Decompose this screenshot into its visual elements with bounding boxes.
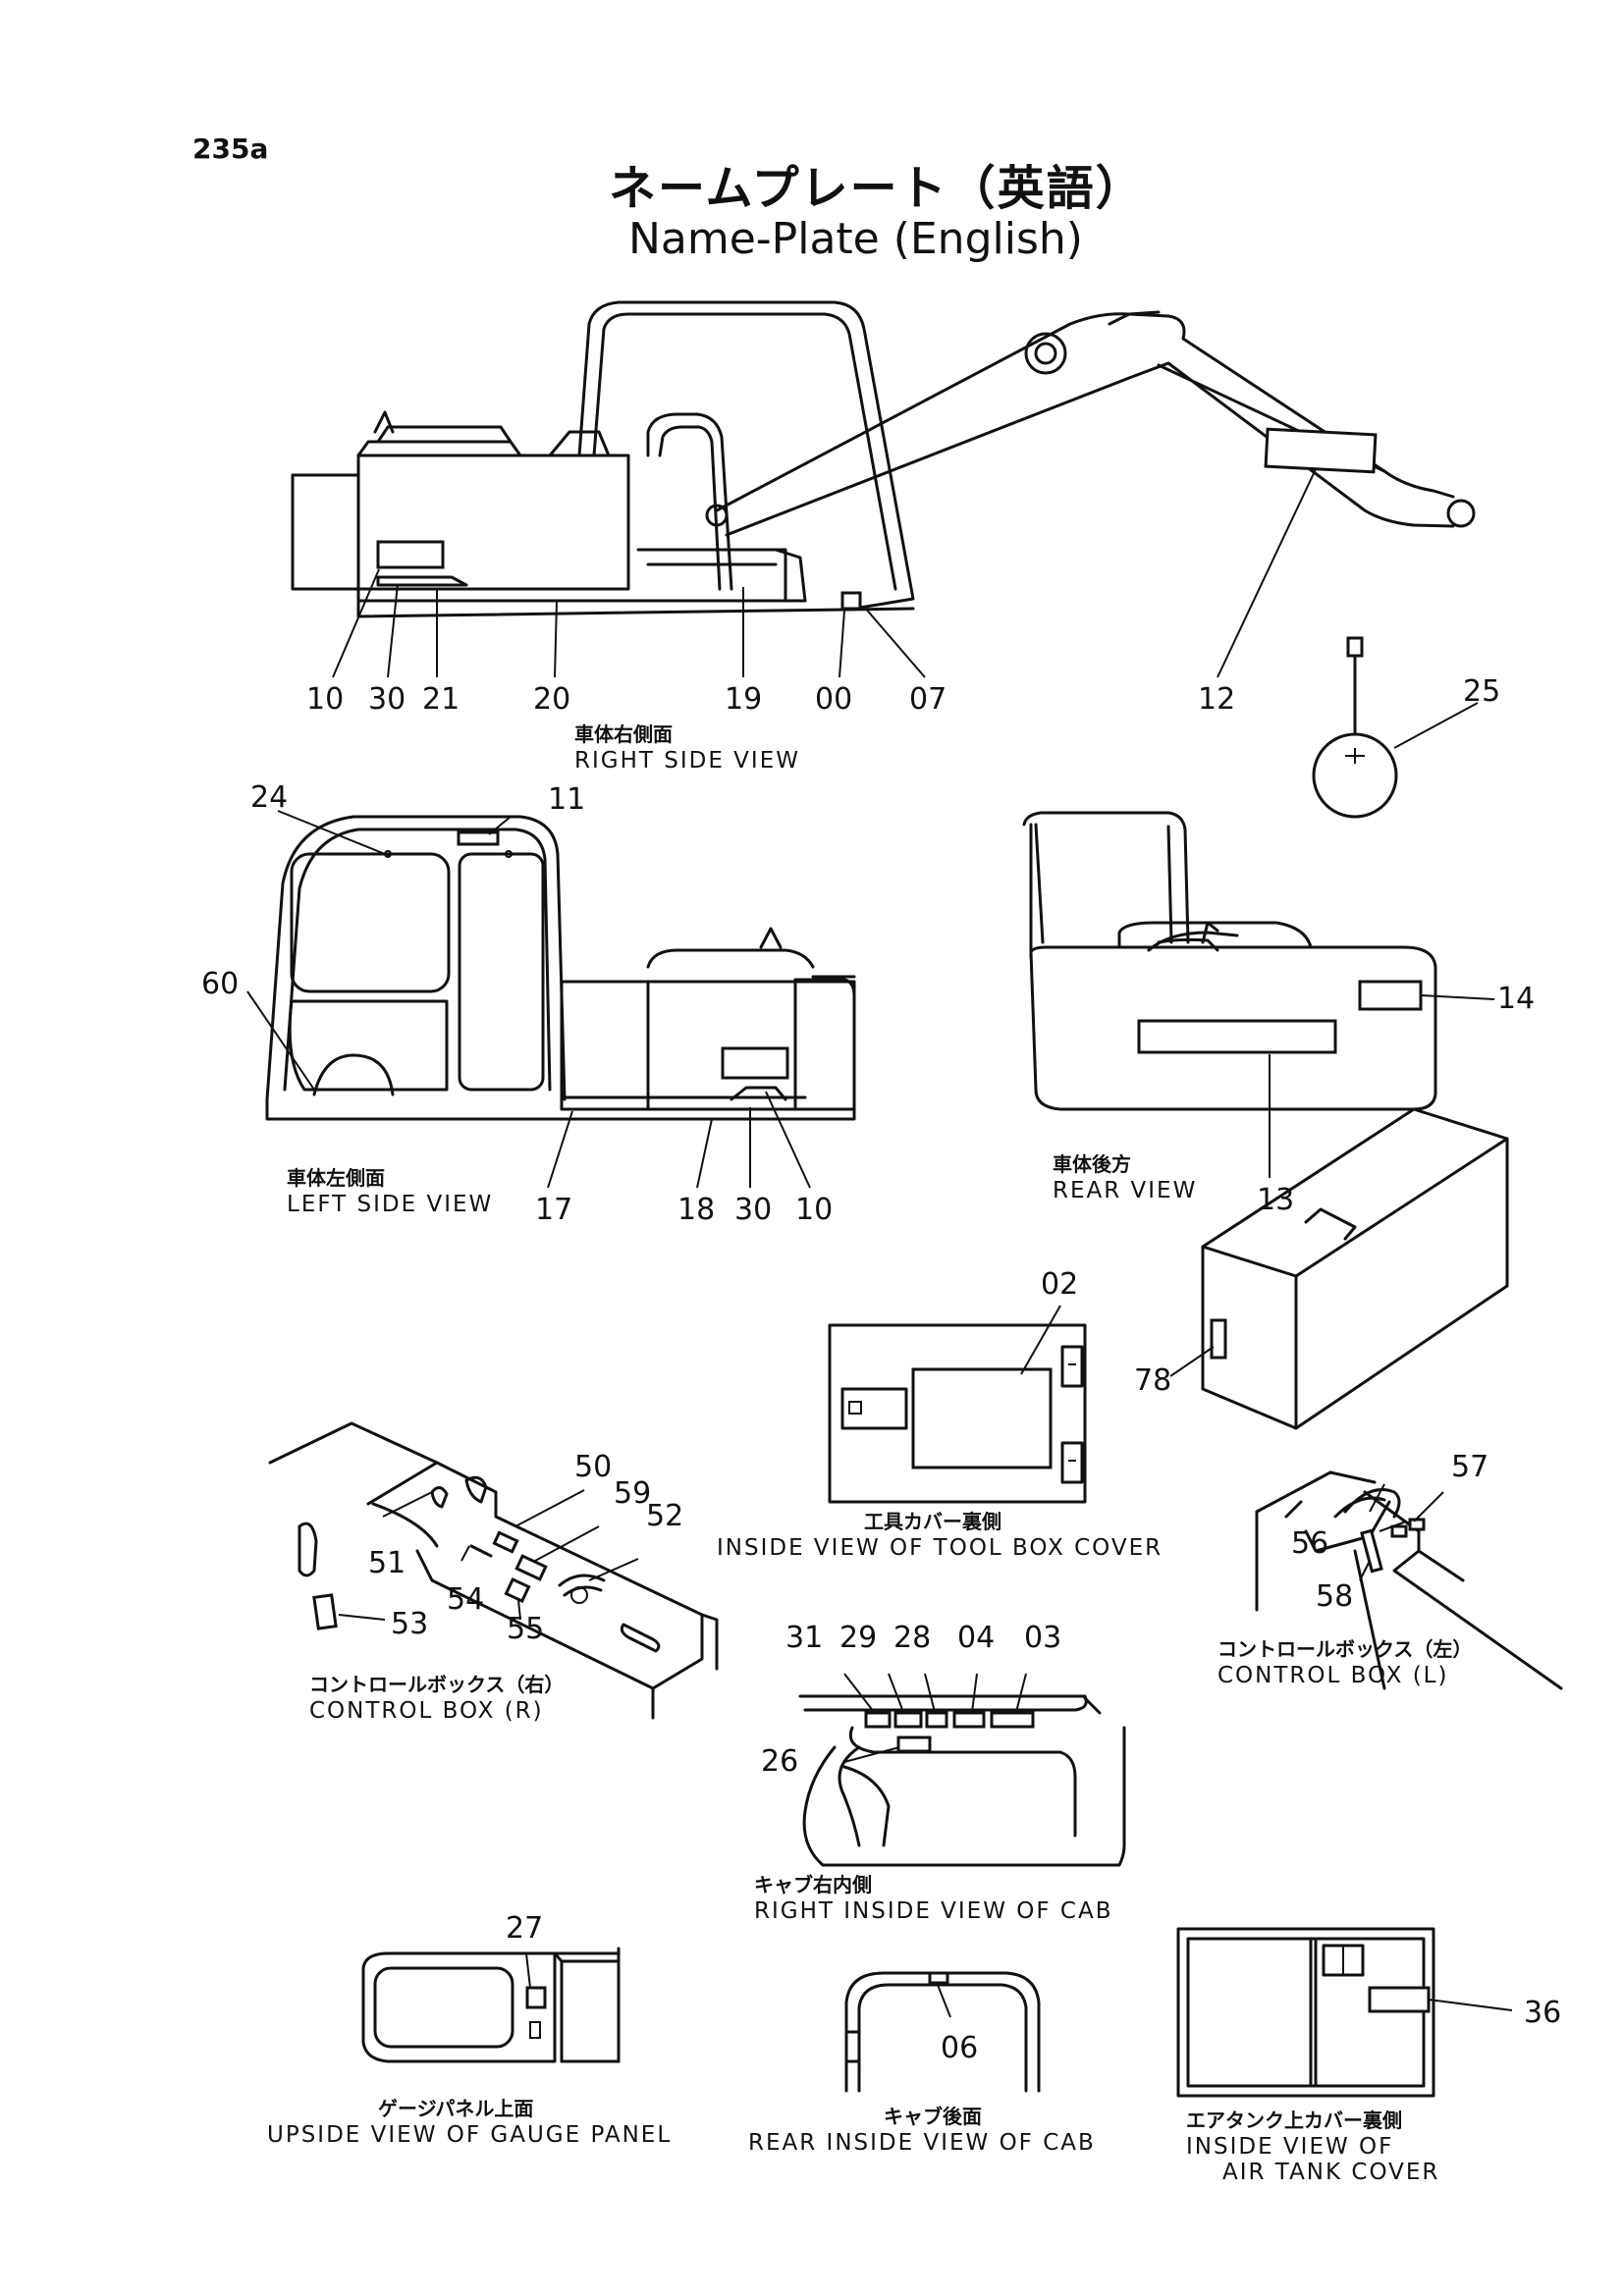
cab-right-inside-drawing bbox=[798, 1673, 1126, 1867]
callout-18: 18 bbox=[677, 1193, 716, 1227]
callout-17: 17 bbox=[535, 1193, 573, 1227]
callout-25: 25 bbox=[1463, 674, 1501, 709]
cab-rear-inside-caption-jp: キャブ後面 bbox=[884, 2105, 982, 2128]
tool-box-cover-drawing bbox=[828, 1305, 1087, 1504]
callout-28: 28 bbox=[893, 1621, 932, 1655]
left-side-view-caption-en: LEFT SIDE VIEW bbox=[287, 1192, 494, 1217]
callout-19: 19 bbox=[725, 682, 763, 717]
callout-59: 59 bbox=[614, 1476, 652, 1511]
rear-view-drawing bbox=[1022, 811, 1495, 1178]
right-side-view-caption-jp: 車体右側面 bbox=[574, 722, 673, 746]
gauge-panel-caption-en: UPSIDE VIEW OF GAUGE PANEL bbox=[267, 2122, 673, 2148]
control-box-l-drawing bbox=[1255, 1470, 1563, 1690]
callout-04: 04 bbox=[957, 1621, 996, 1655]
air-tank-cover-caption-jp: エアタンク上カバー裏側 bbox=[1186, 2109, 1402, 2132]
callout-10b: 10 bbox=[795, 1193, 834, 1227]
rear-view-caption-jp: 車体後方 bbox=[1053, 1152, 1131, 1176]
cab-rear-inside-caption-en: REAR INSIDE VIEW OF CAB bbox=[748, 2130, 1096, 2156]
callout-13: 13 bbox=[1257, 1183, 1295, 1217]
right-side-view-drawing bbox=[291, 300, 1476, 678]
callout-29: 29 bbox=[839, 1621, 878, 1655]
gauge-panel-drawing bbox=[361, 1947, 621, 2063]
callout-52: 52 bbox=[646, 1499, 684, 1533]
callout-54: 54 bbox=[447, 1582, 485, 1617]
control-box-l-caption-jp: コントロールボックス（左） bbox=[1217, 1637, 1473, 1661]
callout-12: 12 bbox=[1198, 682, 1236, 717]
callout-51: 51 bbox=[368, 1546, 406, 1580]
control-box-l-caption-en: CONTROL BOX (L) bbox=[1217, 1663, 1449, 1688]
gauge-panel-caption-jp: ゲージパネル上面 bbox=[378, 2097, 534, 2120]
right-side-view-caption-en: RIGHT SIDE VIEW bbox=[574, 748, 800, 774]
callout-55: 55 bbox=[507, 1612, 545, 1646]
block-78-drawing bbox=[1169, 1107, 1509, 1430]
cab-right-inside-caption-en: RIGHT INSIDE VIEW OF CAB bbox=[754, 1898, 1113, 1924]
callout-07: 07 bbox=[909, 682, 947, 717]
control-box-r-caption-en: CONTROL BOX (R) bbox=[309, 1698, 544, 1724]
callout-02: 02 bbox=[1041, 1267, 1079, 1302]
callout-10: 10 bbox=[306, 682, 345, 717]
left-side-view-caption-jp: 車体左側面 bbox=[287, 1166, 385, 1190]
callout-26: 26 bbox=[761, 1744, 799, 1779]
left-side-view-drawing bbox=[246, 810, 856, 1189]
callout-06: 06 bbox=[941, 2031, 979, 2065]
callout-30: 30 bbox=[368, 682, 406, 717]
page-number: 235a bbox=[192, 133, 269, 165]
callout-14: 14 bbox=[1497, 982, 1536, 1016]
title-english: Name-Plate (English) bbox=[628, 214, 1083, 264]
title-japanese: ネームプレート（英語） bbox=[609, 161, 1145, 216]
callout-31: 31 bbox=[785, 1621, 824, 1655]
air-tank-cover-caption-en-line2: AIR TANK COVER bbox=[1222, 2160, 1440, 2185]
air-tank-cover-drawing bbox=[1176, 1927, 1513, 2098]
callout-21: 21 bbox=[422, 682, 460, 717]
callout-24: 24 bbox=[250, 780, 289, 815]
callout-03: 03 bbox=[1024, 1621, 1062, 1655]
callout-11: 11 bbox=[548, 782, 586, 817]
callout-36: 36 bbox=[1524, 1996, 1562, 2030]
callout-56: 56 bbox=[1291, 1526, 1329, 1561]
cab-rear-inside-drawing bbox=[844, 1971, 1041, 2093]
round-tag-drawing bbox=[1312, 636, 1479, 819]
tool-box-cover-caption-en: INSIDE VIEW OF TOOL BOX COVER bbox=[717, 1535, 1163, 1561]
tool-box-cover-caption-jp: 工具カバー裏側 bbox=[864, 1510, 1001, 1533]
air-tank-cover-caption-en-line1: INSIDE VIEW OF bbox=[1186, 2134, 1394, 2160]
callout-78: 78 bbox=[1134, 1363, 1172, 1398]
callout-30b: 30 bbox=[734, 1193, 773, 1227]
cab-right-inside-caption-jp: キャブ右内側 bbox=[754, 1873, 872, 1896]
callout-20: 20 bbox=[533, 682, 571, 717]
control-box-r-caption-jp: コントロールボックス（右） bbox=[309, 1673, 565, 1696]
rear-view-caption-en: REAR VIEW bbox=[1053, 1178, 1198, 1203]
callout-00: 00 bbox=[815, 682, 853, 717]
control-box-r-drawing bbox=[268, 1421, 719, 1720]
callout-58: 58 bbox=[1316, 1579, 1354, 1614]
callout-60: 60 bbox=[201, 967, 240, 1001]
callout-53: 53 bbox=[391, 1607, 429, 1641]
callout-57: 57 bbox=[1451, 1450, 1489, 1484]
callout-27: 27 bbox=[506, 1911, 544, 1946]
callout-50: 50 bbox=[574, 1450, 613, 1484]
